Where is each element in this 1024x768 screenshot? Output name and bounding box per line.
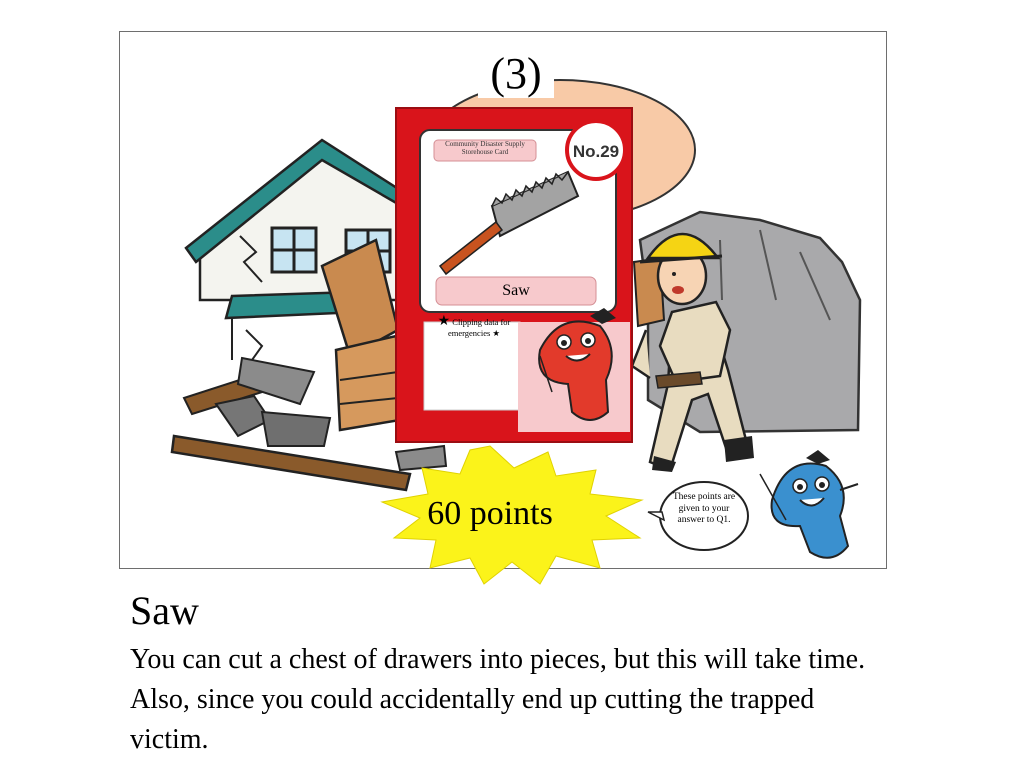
card-note-text: Clipping data for emergencies bbox=[447, 317, 511, 338]
red-mascot bbox=[538, 308, 616, 421]
card-note: ★ Clipping data for emergencies ★ bbox=[428, 314, 520, 339]
speech-bubble-text: These points are given to your answer to… bbox=[672, 492, 736, 525]
worker-with-saw bbox=[630, 232, 754, 472]
caption-body: You can cut a chest of drawers into piec… bbox=[130, 644, 866, 755]
wooden-debris bbox=[170, 238, 666, 492]
card-badge: No.29 bbox=[573, 142, 619, 161]
blue-mascot bbox=[759, 450, 859, 559]
points-label: 60 points bbox=[427, 495, 553, 532]
saw-icon bbox=[438, 170, 580, 276]
star-icon: ★ bbox=[492, 328, 501, 338]
speech-bubble bbox=[647, 481, 749, 551]
star-icon: ★ bbox=[437, 314, 451, 329]
card-item-name: Saw bbox=[502, 282, 530, 299]
supply-card: No.29 bbox=[395, 107, 633, 443]
card-header-label: Community Disaster Supply Storehouse Car… bbox=[445, 140, 525, 156]
slide-number: (3) bbox=[478, 50, 554, 98]
points-burst bbox=[380, 445, 644, 585]
caption-title: Saw bbox=[130, 588, 199, 633]
